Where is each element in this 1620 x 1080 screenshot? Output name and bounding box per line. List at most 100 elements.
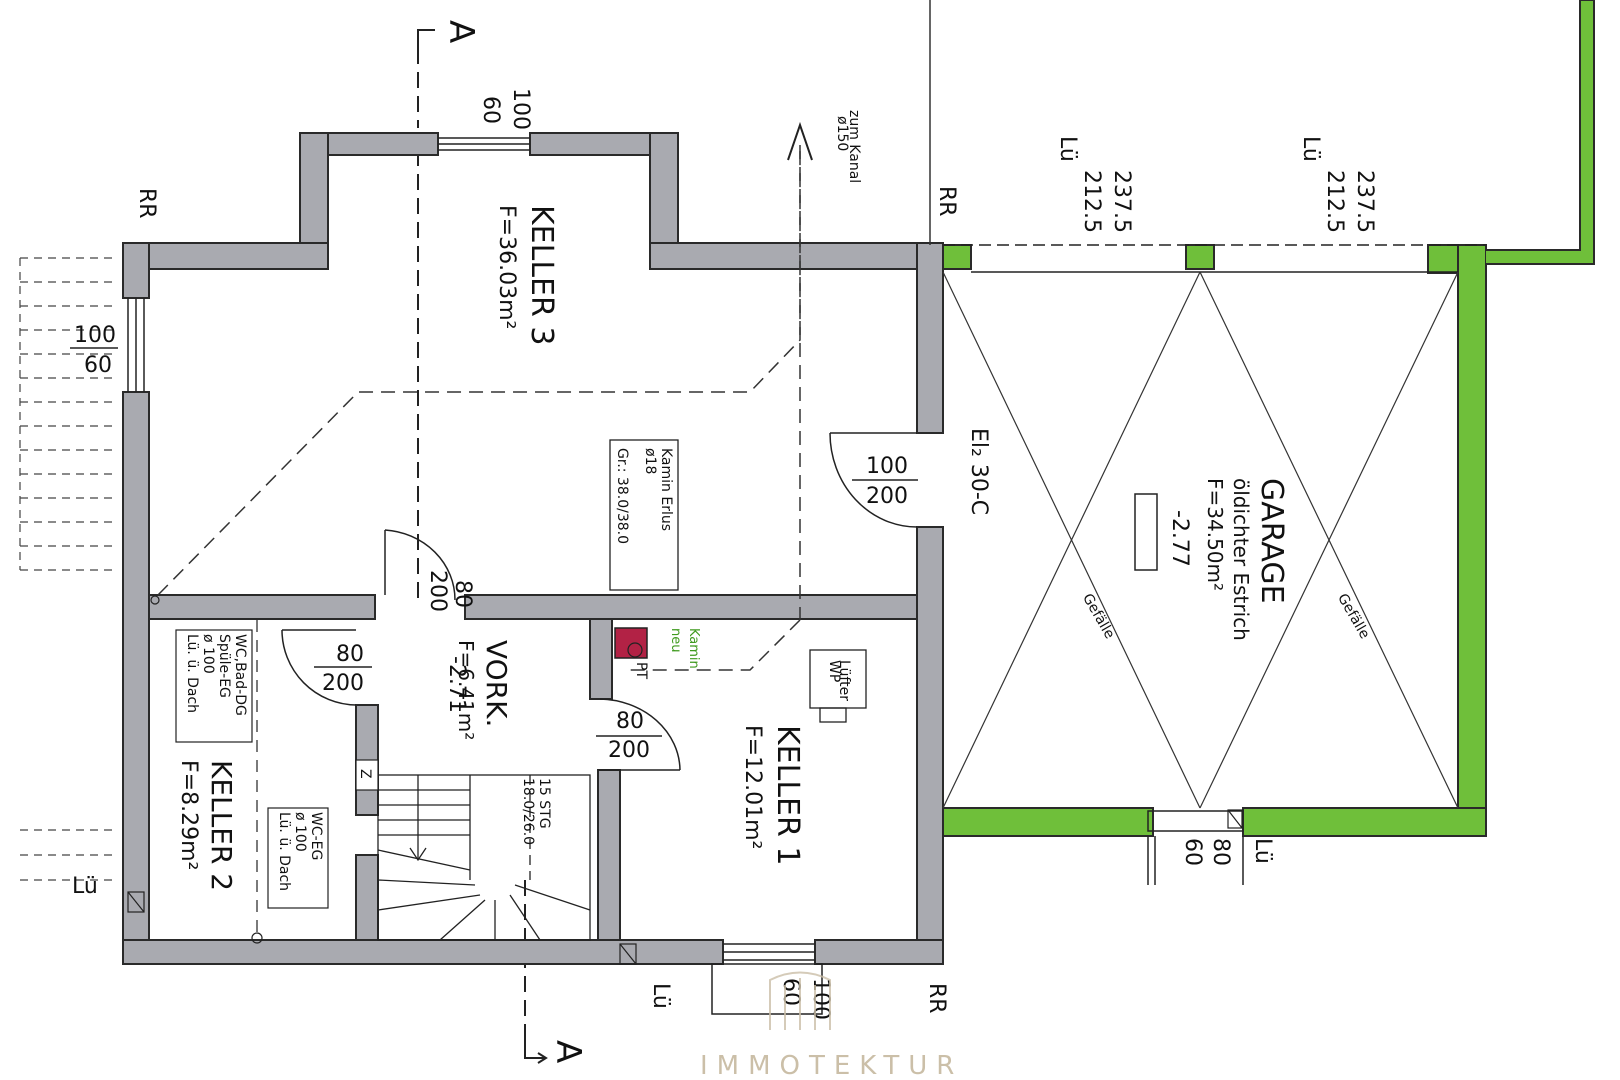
svg-text:Gr.: 38.0/38.0: Gr.: 38.0/38.0 (614, 448, 630, 544)
svg-text:ø 100: ø 100 (200, 634, 216, 674)
svg-text:zum Kanal: zum Kanal (846, 110, 862, 183)
svg-text:100: 100 (74, 323, 116, 348)
svg-text:100: 100 (808, 978, 833, 1020)
terrace-hatch (19, 257, 118, 881)
lue-label-bottom: Lü (648, 983, 673, 1009)
staircase (377, 774, 591, 941)
fire-door-label: El₂ 30-C (966, 428, 991, 515)
svg-text:60: 60 (778, 978, 803, 1006)
kamin-erlus-box (609, 439, 679, 591)
dim-left-window: 100 60 (70, 323, 118, 378)
window-top (438, 137, 530, 151)
basement-walls (122, 132, 944, 965)
section-marker-bottom: A (548, 1040, 588, 1063)
keller2-name: KELLER 2 (205, 760, 238, 891)
stairs-note: 15 STG 18.0/26.0 (520, 778, 552, 845)
appliance-unit (809, 649, 867, 723)
svg-text:60: 60 (478, 96, 503, 124)
svg-text:ø 100: ø 100 (292, 812, 308, 852)
appliance-note: Lüfter WP (826, 660, 852, 701)
rr-label-2: RR (934, 186, 959, 217)
svg-text:WP: WP (826, 660, 842, 682)
dim-bottom-window: 100 60 (778, 978, 833, 1020)
keller3-name: KELLER 3 (524, 205, 559, 345)
svg-text:200: 200 (866, 484, 908, 509)
wc-bod-note: WC,Bad-DG Spüle-EG ø 100 Lü. ü. Dach (175, 629, 253, 743)
keller1-name: KELLER 1 (770, 725, 805, 865)
label-keller1: KELLER 1 F=12.01m² (740, 725, 805, 865)
dim-garage-window: 80 60 Lü (1180, 838, 1275, 866)
svg-text:Spüle-EG: Spüle-EG (216, 634, 232, 698)
svg-text:Kamin Erlus: Kamin Erlus (658, 448, 674, 531)
svg-text:200: 200 (425, 570, 450, 612)
dim-garage-door-1: 237.5 212.5 Lü (1055, 136, 1134, 233)
door-keller3-vork (384, 529, 456, 601)
garage-area: F=34.50m² (1203, 478, 1227, 591)
svg-text:200: 200 (608, 738, 650, 763)
svg-text:100: 100 (866, 454, 908, 479)
svg-text:237.5: 237.5 (1352, 170, 1377, 233)
stair-landing-mark (355, 759, 379, 791)
keller2-area: F=8.29m² (176, 760, 201, 870)
svg-text:Lü. ü. Dach: Lü. ü. Dach (276, 812, 292, 891)
rr-label-3: RR (924, 983, 949, 1014)
zum-kanal-note: zum Kanal ø150 (834, 110, 862, 183)
svg-text:Lü: Lü (1055, 136, 1080, 162)
svg-text:ø150: ø150 (834, 116, 850, 151)
door-keller3-garage (829, 432, 918, 528)
dim-door-k3-garage: 100 200 (852, 454, 918, 509)
svg-text:100: 100 (508, 88, 533, 130)
garage-level: -2.77 (1167, 510, 1192, 567)
chimney-new (614, 627, 648, 659)
svg-text:Lü: Lü (1250, 838, 1275, 864)
section-marker-top: A (441, 20, 481, 43)
rr-label-1: RR (134, 188, 159, 219)
window-bottom (711, 943, 823, 1015)
dim-door-k3-vork: 80 200 (425, 570, 475, 612)
dim-door-vork-k2: 80 200 (314, 642, 372, 696)
keller3-area: F=36.03m² (494, 205, 519, 329)
garage-level-box (1134, 493, 1158, 571)
svg-text:15 STG: 15 STG (536, 778, 552, 829)
door-vork-keller1 (598, 698, 681, 771)
dim-top-window: 100 60 (478, 88, 533, 130)
door-vork-keller2 (281, 629, 357, 706)
window-left (127, 298, 145, 392)
kamin-neu-note: Kamin neu (668, 628, 701, 669)
vork-area: F=6.41m² (454, 640, 478, 740)
dim-garage-door-2: 237.5 212.5 Lü (1298, 136, 1377, 233)
label-garage: GARAGE öldichter Estrich F=34.50m² (1203, 478, 1289, 641)
svg-text:237.5: 237.5 (1109, 170, 1134, 233)
keller1-area: F=12.01m² (740, 725, 765, 849)
pt-label: PT (633, 662, 649, 679)
svg-text:60: 60 (1180, 838, 1205, 866)
vent-markers (127, 595, 1243, 965)
label-keller2: KELLER 2 F=8.29m² (176, 760, 238, 891)
brand-logo (769, 971, 831, 1030)
svg-text:Lü. ü. Dach: Lü. ü. Dach (184, 634, 200, 713)
svg-text:80: 80 (450, 580, 475, 608)
label-vork: VORK. F=6.41m² (454, 640, 513, 740)
svg-text:200: 200 (322, 671, 364, 696)
svg-text:WC,Bad-DG: WC,Bad-DG (232, 634, 248, 716)
svg-text:212.5: 212.5 (1322, 170, 1347, 233)
upper-floor-outline (157, 145, 801, 671)
svg-text:neu: neu (668, 628, 683, 652)
kamin-erlus-note: Kamin Erlus ø18 Gr.: 38.0/38.0 (614, 448, 674, 544)
vork-level: -2.71 (444, 656, 469, 713)
brand-name: IMMOTEKTUR (700, 1051, 963, 1080)
svg-text:80: 80 (616, 709, 644, 734)
pt-marker (627, 642, 643, 658)
garage-door-lines (943, 244, 1486, 885)
lue-label-left: Lü (72, 874, 98, 899)
garage-floor: öldichter Estrich (1229, 478, 1253, 641)
garage-slope-lines (942, 271, 1459, 809)
label-keller3: KELLER 3 F=36.03m² (494, 205, 559, 345)
svg-text:Lüfter: Lüfter (836, 660, 852, 701)
svg-text:80: 80 (336, 642, 364, 667)
vork-name: VORK. (480, 640, 513, 727)
svg-text:Lü: Lü (1298, 136, 1323, 162)
garage-walls (942, 0, 1595, 837)
svg-text:80: 80 (1208, 838, 1233, 866)
